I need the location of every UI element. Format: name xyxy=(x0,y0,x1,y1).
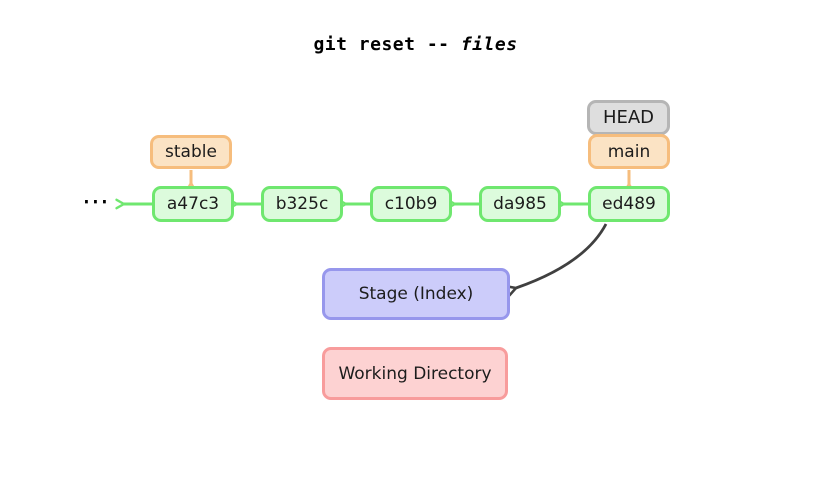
stage-index-box: Stage (Index) xyxy=(322,268,510,320)
arrow-ed489-to-stage xyxy=(505,223,608,297)
stage-index-label: Stage (Index) xyxy=(358,284,474,304)
diagram-title: git reset -- files xyxy=(0,34,831,55)
commit-b325c-box: b325c xyxy=(261,186,343,222)
branch-main-box: main xyxy=(588,134,670,169)
branch-stable-box: stable xyxy=(150,135,232,169)
commit-label: ed489 xyxy=(602,194,656,214)
branch-stable-label: stable xyxy=(165,142,217,162)
head-pointer-box: HEAD xyxy=(587,100,670,135)
commit-c10b9-box: c10b9 xyxy=(370,186,452,222)
title-command: git reset -- xyxy=(313,34,461,55)
history-ellipsis: ⋯ xyxy=(82,186,110,217)
commit-label: a47c3 xyxy=(166,194,220,214)
commit-ed489-box: ed489 xyxy=(588,186,670,222)
commit-a47c3-box: a47c3 xyxy=(152,186,234,222)
working-directory-box: Working Directory xyxy=(322,347,508,400)
commit-label: b325c xyxy=(275,194,329,214)
branch-main-label: main xyxy=(607,141,651,162)
head-label: HEAD xyxy=(602,107,655,128)
working-directory-label: Working Directory xyxy=(338,363,492,384)
commit-label: c10b9 xyxy=(384,194,438,214)
commit-label: da985 xyxy=(493,194,547,214)
commit-da985-box: da985 xyxy=(479,186,561,222)
title-argument: files xyxy=(460,34,518,55)
